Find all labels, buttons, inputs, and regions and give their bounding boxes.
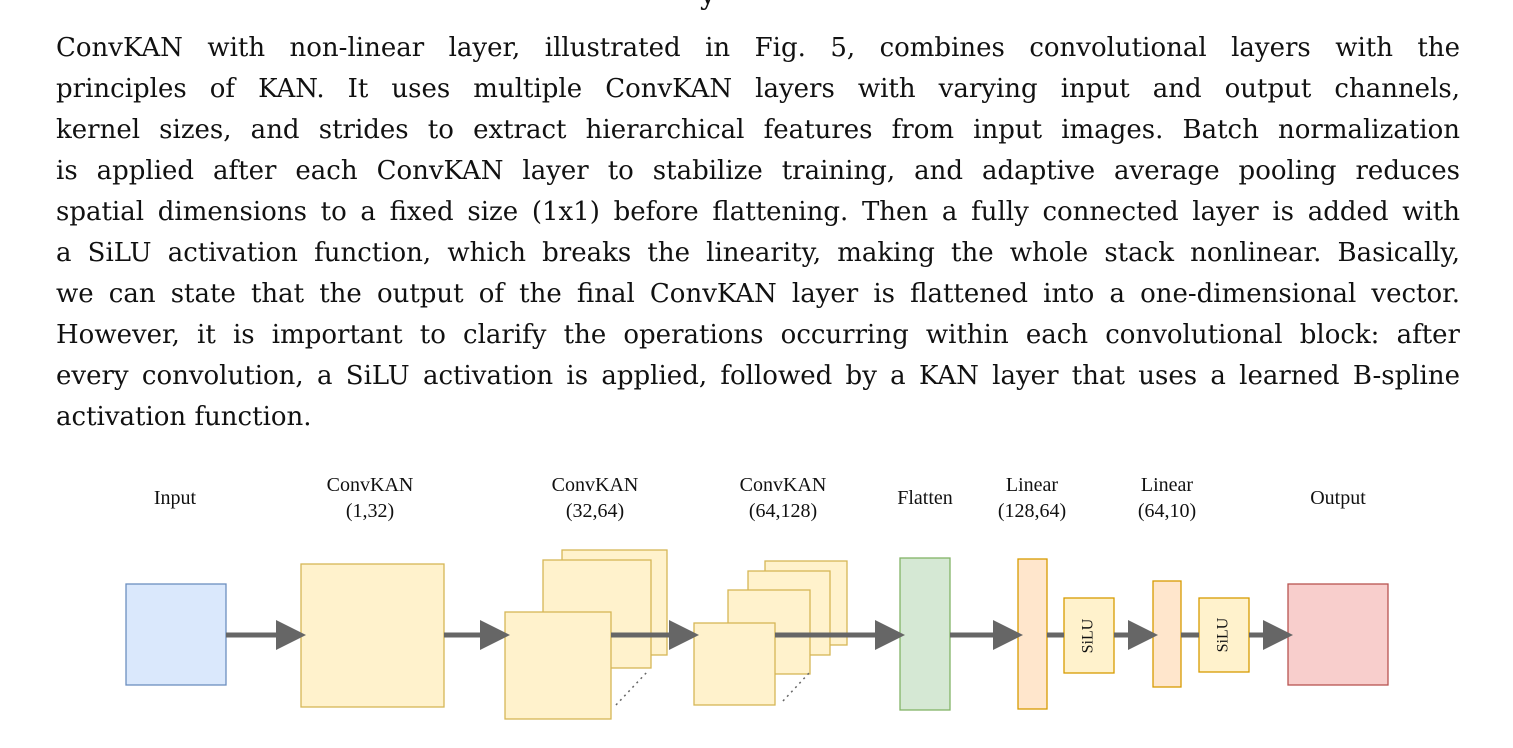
paragraph-line: principles of KAN. It uses multiple Conv… xyxy=(56,74,1460,104)
paragraph-line: a SiLU activation function, which breaks… xyxy=(56,238,1460,268)
convkan1-label: ConvKAN (1,32) xyxy=(326,474,414,522)
linear1-label: Linear (128,64) xyxy=(997,474,1067,522)
convkan3-ellipsis xyxy=(782,671,811,702)
convkan3-label: ConvKAN (64,128) xyxy=(739,474,827,522)
convkan3-block-front xyxy=(693,622,776,706)
input-label: Input xyxy=(153,487,197,509)
silu1-label: SiLU xyxy=(1080,618,1097,653)
paragraph-line: spatial dimensions to a fixed size (1x1)… xyxy=(56,197,1460,227)
convkan1-block xyxy=(300,563,445,708)
paragraph-line: kernel sizes, and strides to extract hie… xyxy=(56,115,1460,145)
convkan2-block-front xyxy=(504,611,612,720)
paragraph-line: ConvKAN with non-linear layer, illustrat… xyxy=(56,33,1460,63)
flatten-block xyxy=(899,557,951,711)
silu2-block xyxy=(1198,597,1250,673)
linear2-block xyxy=(1152,580,1182,688)
input-block xyxy=(125,583,227,686)
paragraph-line: However, it is important to clarify the … xyxy=(56,320,1460,350)
linear1-block xyxy=(1017,558,1048,710)
truncated-line-fragment: y xyxy=(700,0,716,11)
paragraph-line: we can state that the output of the fina… xyxy=(56,279,1460,309)
architecture-diagram: SiLU SiLU xyxy=(125,549,1389,720)
paragraph-line: is applied after each ConvKAN layer to s… xyxy=(56,156,1460,186)
linear2-label: Linear (64,10) xyxy=(1137,474,1197,522)
paragraph-line: every convolution, a SiLU activation is … xyxy=(56,361,1460,391)
flatten-label: Flatten xyxy=(897,487,953,509)
silu2-label: SiLU xyxy=(1215,617,1232,652)
output-label: Output xyxy=(1310,487,1366,509)
body-paragraph: ConvKAN with non-linear layer, illustrat… xyxy=(56,28,1460,438)
convkan-architecture-figure: Input ConvKAN (1,32) ConvKAN (32,64) Con… xyxy=(0,455,1513,748)
convkan2-ellipsis xyxy=(615,670,649,706)
convkan2-label: ConvKAN (32,64) xyxy=(551,474,639,522)
output-block xyxy=(1287,583,1389,686)
paragraph-line: activation function. xyxy=(56,402,312,432)
